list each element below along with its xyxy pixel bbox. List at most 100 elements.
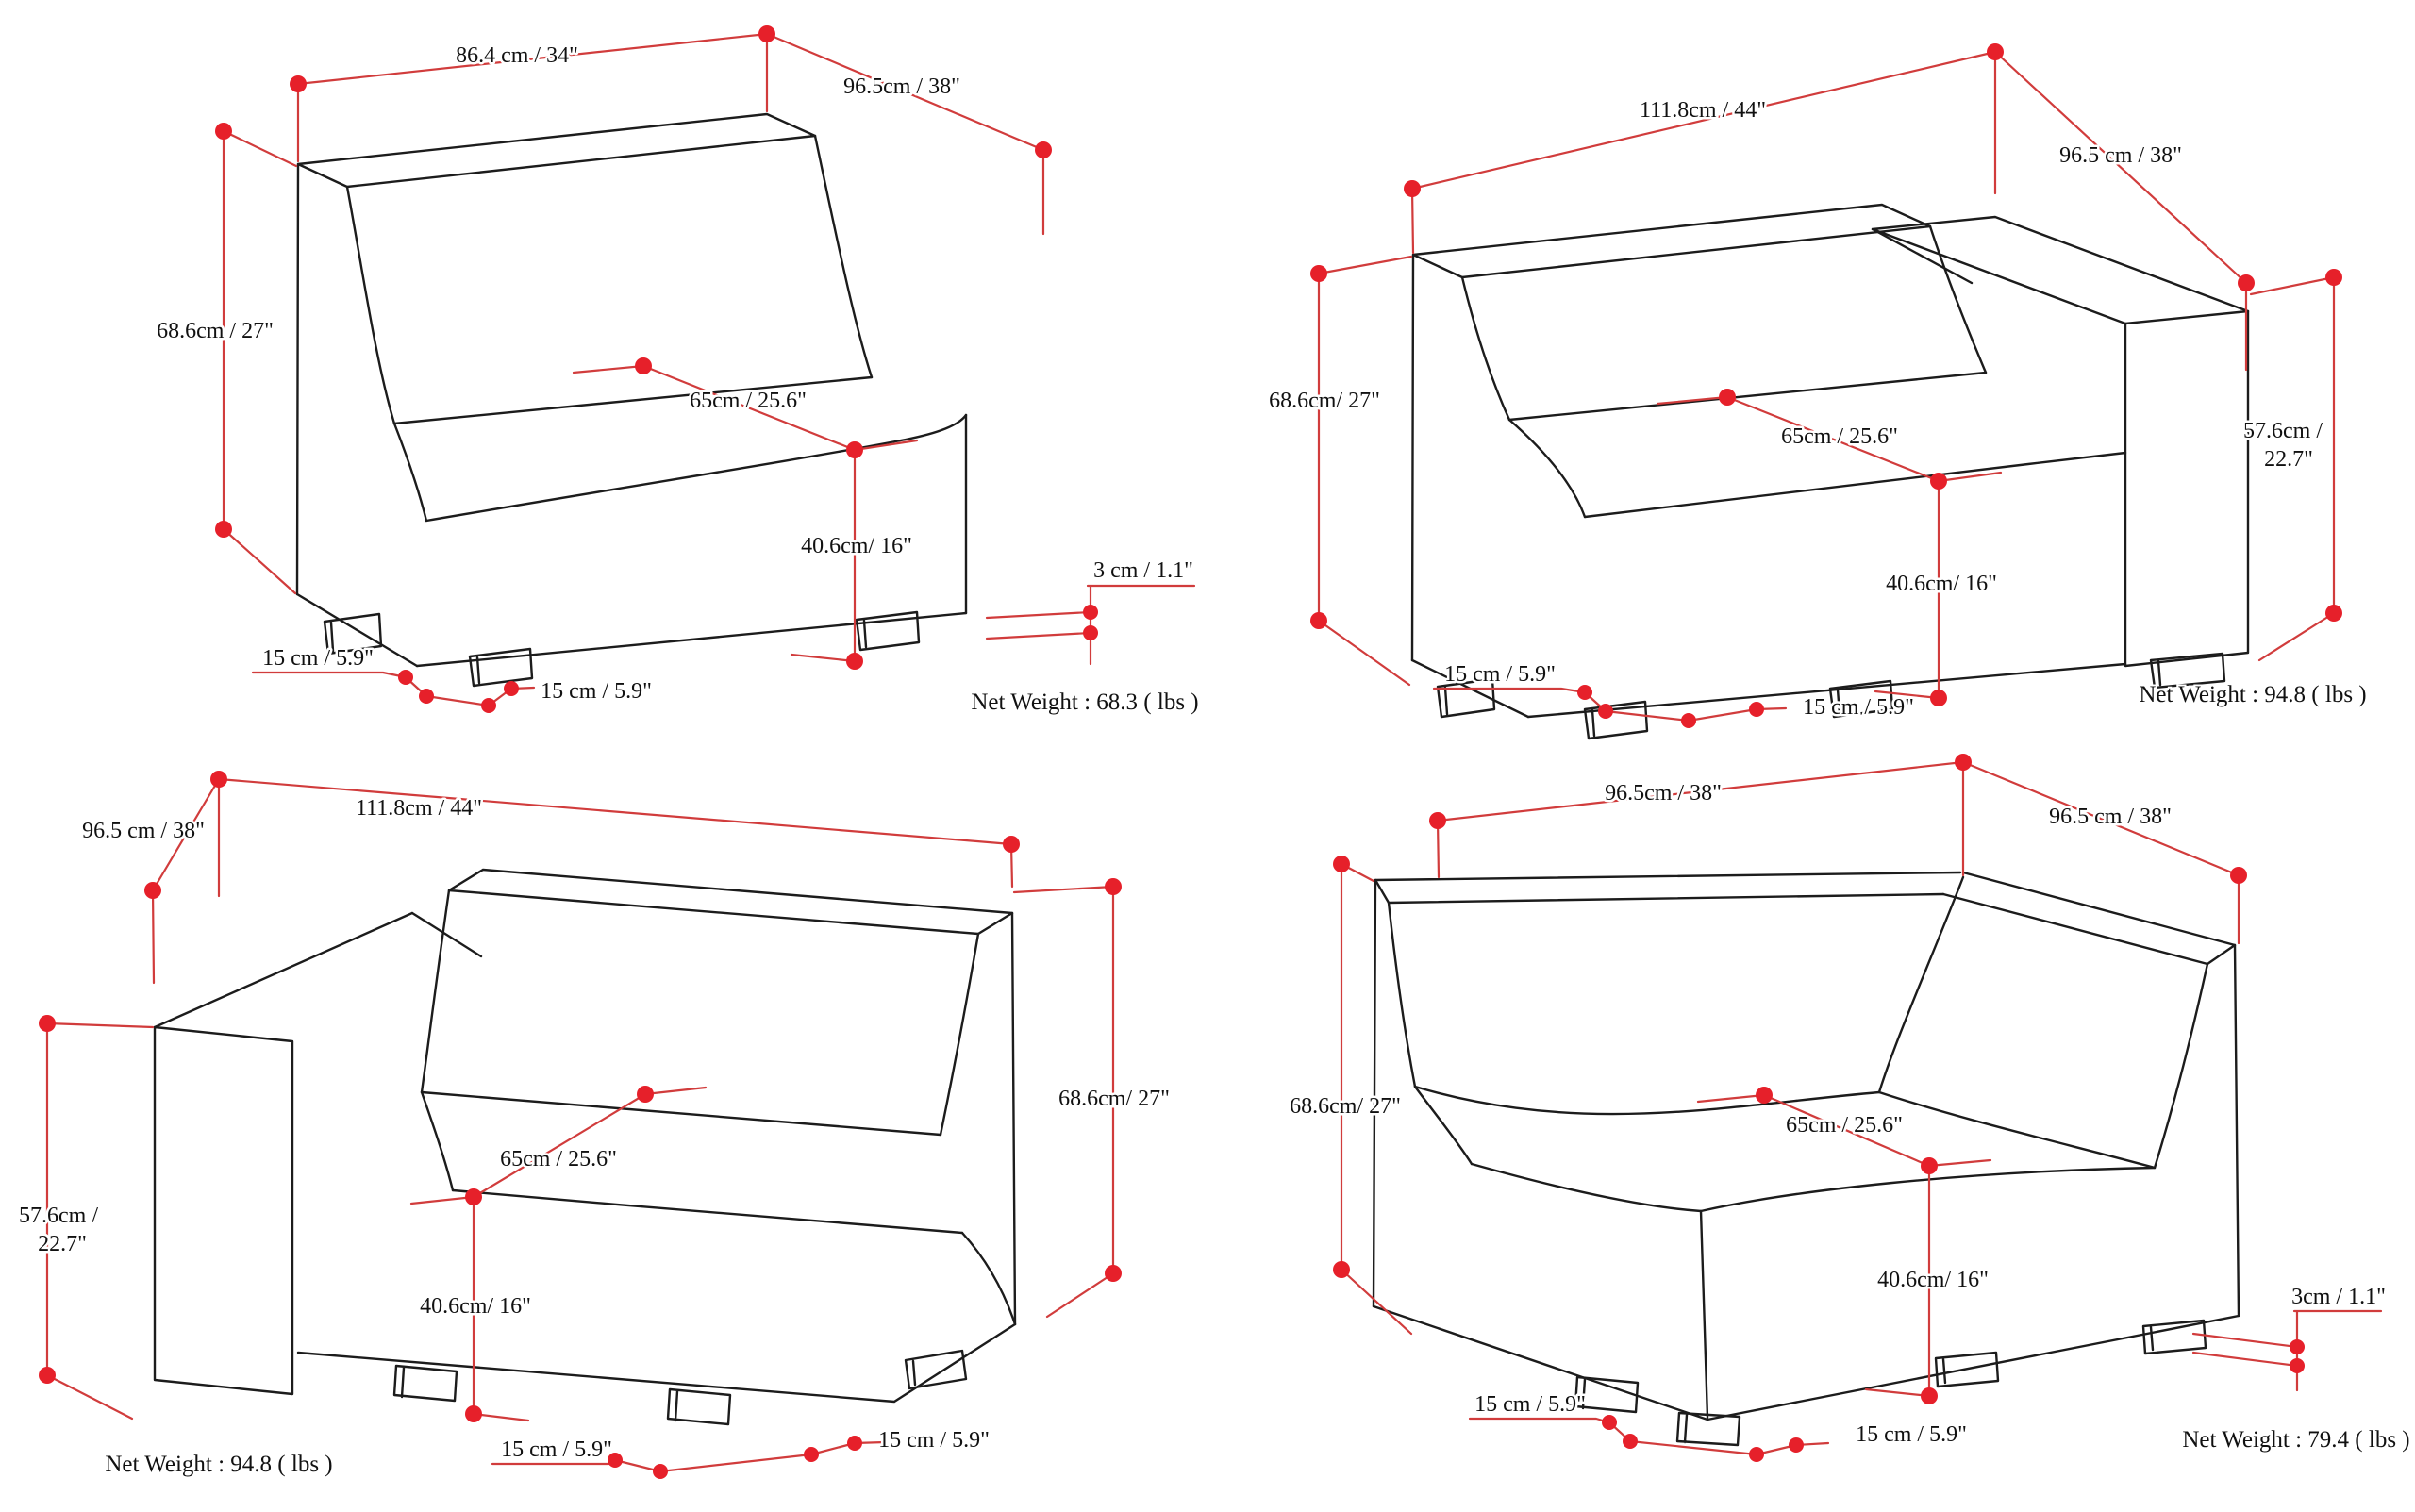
sofa-outline <box>1410 203 2250 740</box>
dimension-dot <box>1719 389 1736 406</box>
dimension-dot <box>215 521 232 538</box>
depth-dimension-line <box>765 32 1045 236</box>
width-label: 111.8cm / 44" <box>1640 98 1766 123</box>
leg-inset-front-label: 15 cm / 5.9" <box>1803 695 1914 720</box>
base-bottom-edge <box>415 611 968 668</box>
arm-height-label-2: 22.7" <box>38 1232 87 1256</box>
sofa-outline <box>295 112 968 688</box>
leg-inset-front-label: 15 cm / 5.9" <box>1856 1422 1967 1447</box>
seat-back-edge <box>392 375 874 425</box>
seat-height-label: 40.6cm/ 16" <box>420 1294 531 1319</box>
depth-label: 96.5 cm / 38" <box>2059 143 2182 168</box>
panel-left-arm-module: 96.5 cm / 38" 111.8cm / 44" 57.6cm / 22.… <box>17 771 1172 1479</box>
net-weight-label: Net Weight : 94.8 ( lbs ) <box>105 1452 332 1477</box>
panel-corner-module: 96.5cm / 38" 96.5 cm / 38" 68.6cm/ 27" 6… <box>1288 754 2412 1462</box>
backrest-right-edge <box>1928 224 1988 374</box>
backrest <box>1411 203 1932 279</box>
dimension-dot <box>215 123 232 140</box>
seat-right-back-edge <box>1877 1090 2157 1170</box>
leg-inset-side-label: 15 cm / 5.9" <box>878 1428 990 1453</box>
left-silhouette <box>295 162 300 596</box>
dimension-dot <box>481 698 496 713</box>
seat-depth-dimension-line <box>1656 395 2003 483</box>
right-silhouette <box>1010 911 1017 1326</box>
base-bottom-edge <box>1526 662 2127 719</box>
base-bottom-edge <box>296 1322 1017 1404</box>
seat-depth-dimension-line <box>409 1086 708 1205</box>
foot <box>323 612 383 656</box>
dimension-dot <box>1623 1434 1638 1449</box>
left-silhouette <box>1372 878 1377 1308</box>
dimension-dot <box>1577 685 1592 700</box>
seat-left-corner <box>420 1090 455 1192</box>
right-backrest-top <box>1941 871 2237 966</box>
foot-height-dimension-line <box>985 584 1196 666</box>
backrest-left-edge <box>345 185 396 425</box>
dimension-annotations: 111.8cm / 44" 96.5 cm / 38" 68.6cm/ 27" … <box>1267 43 2369 728</box>
dimension-dot <box>210 771 227 788</box>
dimension-dot <box>2290 1358 2305 1373</box>
arm-inner-edge <box>1871 227 1974 285</box>
dimension-dot <box>1756 1087 1773 1104</box>
leg-inset-front-label: 15 cm / 5.9" <box>541 679 652 704</box>
height-dimension-line <box>1317 255 1413 687</box>
foot <box>1583 700 1649 740</box>
foot <box>1934 1351 2000 1388</box>
seat-depth-dimension-line <box>1696 1093 1992 1168</box>
net-weight-label: Net Weight : 94.8 ( lbs ) <box>2139 682 2366 707</box>
seat-left-corner <box>1507 418 1587 519</box>
dimension-dot <box>1310 612 1327 629</box>
seat-depth-label: 65cm / 25.6" <box>690 389 807 413</box>
dimension-dot <box>637 1086 654 1103</box>
arm-front-face <box>2124 309 2250 668</box>
leg-inset-dimension-line <box>251 671 536 707</box>
leg-inset-front-label: 15 cm / 5.9" <box>501 1437 612 1462</box>
dimension-dot <box>398 670 413 685</box>
dimension-dot <box>39 1367 56 1384</box>
dimension-dot <box>846 653 863 670</box>
right-backrest-front-edge <box>2153 962 2209 1170</box>
dimension-dot <box>504 681 519 696</box>
dimension-dot <box>847 1436 862 1451</box>
width-dimension-line <box>217 777 1014 898</box>
width-left-label: 96.5cm / 38" <box>1605 781 1722 806</box>
base-bottom-edges <box>1372 1304 2240 1421</box>
dimension-dot <box>1749 702 1764 717</box>
arm-height-label-2: 22.7" <box>2264 447 2313 472</box>
depth-dimension-line <box>1993 50 2248 372</box>
seat-left-corner <box>392 422 428 523</box>
leg-inset-side-label: 15 cm / 5.9" <box>1444 662 1556 687</box>
dimension-dot <box>1598 704 1613 719</box>
dimension-dot <box>144 882 161 899</box>
dimension-annotations: 86.4 cm / 34" 96.5cm / 38" 68.6cm / 27" … <box>155 25 1201 717</box>
dimension-dot <box>2238 274 2255 291</box>
seat-height-label: 40.6cm/ 16" <box>1877 1268 1989 1292</box>
height-dimension-line <box>1012 885 1115 1319</box>
seat-depth-dimension-line <box>572 364 919 452</box>
seat-front-edge <box>425 413 968 523</box>
arm-outer-edge <box>153 911 414 1029</box>
dimension-dot <box>1083 605 1098 620</box>
width-label: 111.8cm / 44" <box>356 796 482 821</box>
panel-right-arm-module: 111.8cm / 44" 96.5 cm / 38" 68.6cm/ 27" … <box>1267 43 2369 740</box>
dimension-dot <box>1681 713 1696 728</box>
height-label: 68.6cm / 27" <box>157 319 274 343</box>
sofa-outline <box>1372 871 2240 1447</box>
arm-height-label-1: 57.6cm / <box>2243 419 2323 443</box>
height-label: 68.6cm/ 27" <box>1058 1087 1170 1111</box>
backrest-left-edge <box>1460 275 1511 422</box>
depth-dimension-line <box>151 777 221 985</box>
panel-armless-module: 86.4 cm / 34" 96.5cm / 38" 68.6cm / 27" … <box>155 25 1201 717</box>
dimension-dot <box>653 1464 668 1479</box>
width-dimension-line <box>296 32 769 163</box>
foot-height-dimension-line <box>2191 1309 2383 1392</box>
backrest-right-edge <box>813 134 874 379</box>
seat-back-edge <box>1507 371 1988 422</box>
seat-depth-label: 65cm / 25.6" <box>1786 1113 1903 1138</box>
seat-height-dimension-line <box>1864 1164 1931 1398</box>
seat-depth-label: 65cm / 25.6" <box>500 1147 617 1171</box>
dimension-dot <box>1333 856 1350 872</box>
dimension-dot <box>846 441 863 458</box>
backrest-right-edge <box>939 932 980 1137</box>
arm-height-dimension-line <box>2249 275 2336 662</box>
